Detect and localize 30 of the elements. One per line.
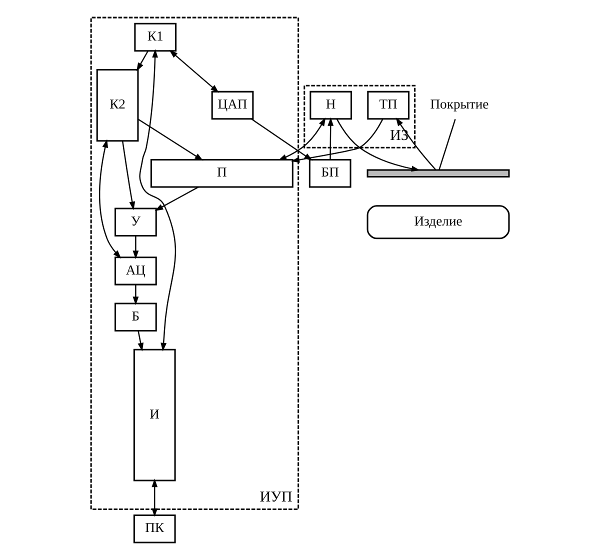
node-bar (366, 169, 510, 178)
node-box: ПК (133, 514, 176, 544)
arrow (136, 50, 148, 72)
node-box: К1 (134, 22, 177, 52)
node-text: Покрытие (430, 96, 489, 112)
arrow (132, 284, 139, 306)
arrow (132, 236, 139, 260)
node-box: У (114, 208, 157, 237)
node-box: ЦАП (211, 90, 254, 120)
node-box: И (133, 348, 176, 482)
arrow (138, 118, 204, 161)
arrow (99, 139, 122, 259)
arrow (138, 330, 144, 352)
arrow (152, 478, 158, 517)
connector (438, 119, 456, 170)
node-box: К2 (96, 69, 139, 142)
arrow (328, 117, 334, 160)
node-box: П (150, 159, 294, 188)
arrow (336, 118, 420, 172)
node-box: БП (308, 159, 352, 188)
arrow (169, 50, 219, 93)
node-box: Изделие (366, 205, 510, 240)
arrow (396, 118, 436, 170)
node-box: Н (310, 90, 352, 120)
node-box: АЦ (114, 256, 157, 286)
node-box: Б (114, 302, 157, 332)
node-box: ТП (367, 90, 410, 120)
arrow (139, 49, 176, 352)
arrow (122, 140, 136, 210)
arrow (154, 186, 199, 211)
